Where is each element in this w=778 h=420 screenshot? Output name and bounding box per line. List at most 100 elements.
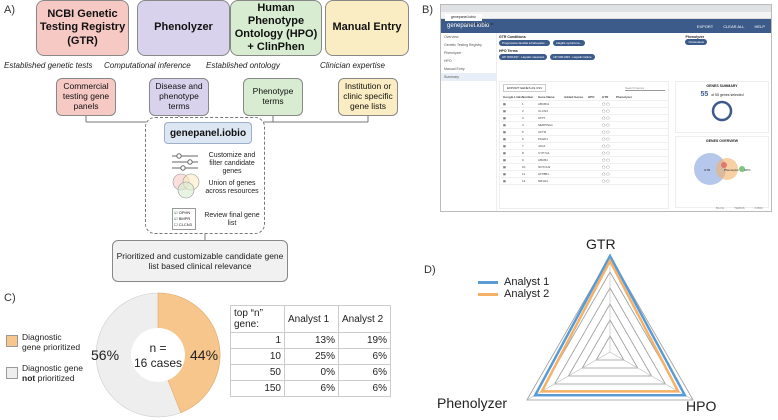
source-indicator-icon: ◯ ◯	[602, 123, 610, 127]
column-header: Added Genes	[564, 95, 584, 99]
panel-a-letter: A)	[4, 4, 15, 16]
gtr-chip[interactable]: Progressive familial intrahepatic...	[499, 40, 550, 46]
output-hpo: Phenotype terms	[243, 78, 303, 116]
summary-ring-icon	[711, 100, 733, 122]
nav-item-overview[interactable]: Overview	[444, 35, 459, 39]
export-csv-button[interactable]: EXPORT GENES AS CSV	[503, 84, 547, 92]
table-cell: ▦	[503, 116, 506, 120]
donut-center-line2: 16 cases	[134, 356, 182, 370]
summary-count: 55	[700, 91, 709, 98]
nav-item-phenolyzer[interactable]: Phenolyzer	[444, 51, 462, 55]
genepanel-app-screenshot: genepanel.iobio genepanel.iobio.io genep…	[440, 4, 772, 212]
source-hpo: Human Phenotype Ontology (HPO) + ClinPhe…	[230, 0, 322, 56]
table-cell: ▦	[503, 179, 506, 183]
phenolyzer-chip[interactable]: Cholestasis	[685, 39, 707, 45]
table-header: top “n” gene:	[230, 305, 285, 333]
genepanel-tool-title: genepanel.iobio	[164, 122, 252, 144]
donut-label-not-prioritized: 56%	[91, 347, 119, 363]
url-text: genepanel.iobio.io	[465, 22, 494, 26]
source-manual-label: Manual Entry	[332, 21, 402, 34]
hpo-label: HPO Terms	[499, 49, 518, 53]
table-cell: 11	[522, 172, 526, 176]
table-header-row: top “n” gene: Analyst 1 Analyst 2	[230, 305, 391, 333]
footer-link[interactable]: BLOG	[715, 206, 725, 210]
gene-search-input[interactable]: Search Genes	[625, 86, 665, 91]
table-cell: 25%	[284, 348, 339, 365]
table-cell: ▦	[503, 151, 506, 155]
column-header: Number	[522, 95, 534, 99]
radar-series-analyst-2	[539, 258, 681, 393]
hpo-chip[interactable]: HP:0001397 - Hepatic steatosis	[499, 54, 548, 60]
nav-item-gtr[interactable]: Genetic Testing Registry	[444, 43, 482, 47]
output-phenolyzer: Disease and phenotype terms	[149, 78, 209, 116]
legend-label-analyst-1: Analyst 1	[504, 276, 550, 288]
gene-name: CFTR	[538, 130, 546, 134]
footer-link[interactable]: TERMS	[734, 206, 745, 210]
panel-c-letter: C)	[4, 292, 16, 304]
genes-summary-card: GENES SUMMARY 55 of 55 genes selected	[675, 81, 769, 133]
table-cell: ▦	[503, 137, 506, 141]
footer-link[interactable]: IOBIO	[754, 206, 763, 210]
browser-tab-bar: genepanel.iobio	[441, 5, 771, 21]
venn-label-hpo: HPO	[744, 168, 751, 172]
output-hpo-label: Phenotype terms	[252, 86, 294, 106]
table-cell: ▦	[503, 102, 506, 106]
table-cell: 8	[522, 151, 524, 155]
donut-label-prioritized: 44%	[190, 347, 218, 363]
table-cell: 10	[522, 165, 526, 169]
radar-grid-ring	[581, 319, 639, 369]
nav-item-hpo[interactable]: HPO	[444, 59, 452, 63]
column-header: Phenolyzer	[616, 95, 633, 99]
gtr-chip[interactable]: Alagille syndrome...	[552, 40, 586, 46]
source-phenolyzer: Phenolyzer	[137, 0, 230, 56]
gene-name: CYP7A1	[538, 151, 550, 155]
nav-item-summary[interactable]: Summary	[441, 73, 496, 81]
table-cell: 1	[522, 102, 524, 106]
help-button[interactable]: HELP	[754, 23, 765, 29]
overview-venn: GTR Phenolyzer HPO	[694, 153, 751, 185]
gene-name: NOTCH2	[538, 165, 551, 169]
output-manual-label: Institution or clinic specific gene list…	[343, 81, 393, 111]
table-cell: ▦	[503, 144, 506, 148]
hpo-chip[interactable]: HP:0001399 - Hepatic failure	[550, 54, 595, 60]
gene-name: JAG1	[538, 144, 546, 148]
radar-chart	[526, 253, 694, 401]
legend-line-analyst-1	[478, 280, 498, 284]
nav-item-manual[interactable]: Manual Entry	[444, 67, 465, 71]
browser-url-bar[interactable]: genepanel.iobio.io	[441, 12, 771, 26]
source-indicator-icon: ◯ ◯	[602, 165, 610, 169]
table-cell: ▦	[503, 172, 506, 176]
header-tools: EXPORT CLEAR ALL HELP	[697, 24, 765, 29]
source-indicator-icon: ◯ ◯	[602, 130, 610, 134]
source-indicator-icon: ◯ ◯	[602, 102, 610, 106]
table-cell: 6%	[338, 364, 391, 381]
table-header: Analyst 1	[284, 305, 339, 333]
table-cell: 9	[522, 158, 524, 162]
legend-line-analyst-2	[478, 292, 498, 296]
export-button[interactable]: EXPORT	[696, 23, 714, 29]
source-indicator-icon: ◯ ◯	[602, 172, 610, 176]
clear-all-button[interactable]: CLEAR ALL	[723, 23, 745, 29]
table-cell: 6%	[284, 380, 339, 397]
overview-title: GENES OVERVIEW	[705, 139, 739, 143]
app-title: genepanel.iobio	[447, 23, 490, 29]
table-row: 150 6% 6%	[230, 380, 391, 397]
output-gtr: Commercial testing gene panels	[56, 78, 116, 116]
table-cell: 6	[522, 137, 524, 141]
column-header: GTR	[602, 95, 609, 99]
gene-name: SERPINA1	[538, 123, 553, 127]
table-cell: 150	[230, 380, 285, 397]
